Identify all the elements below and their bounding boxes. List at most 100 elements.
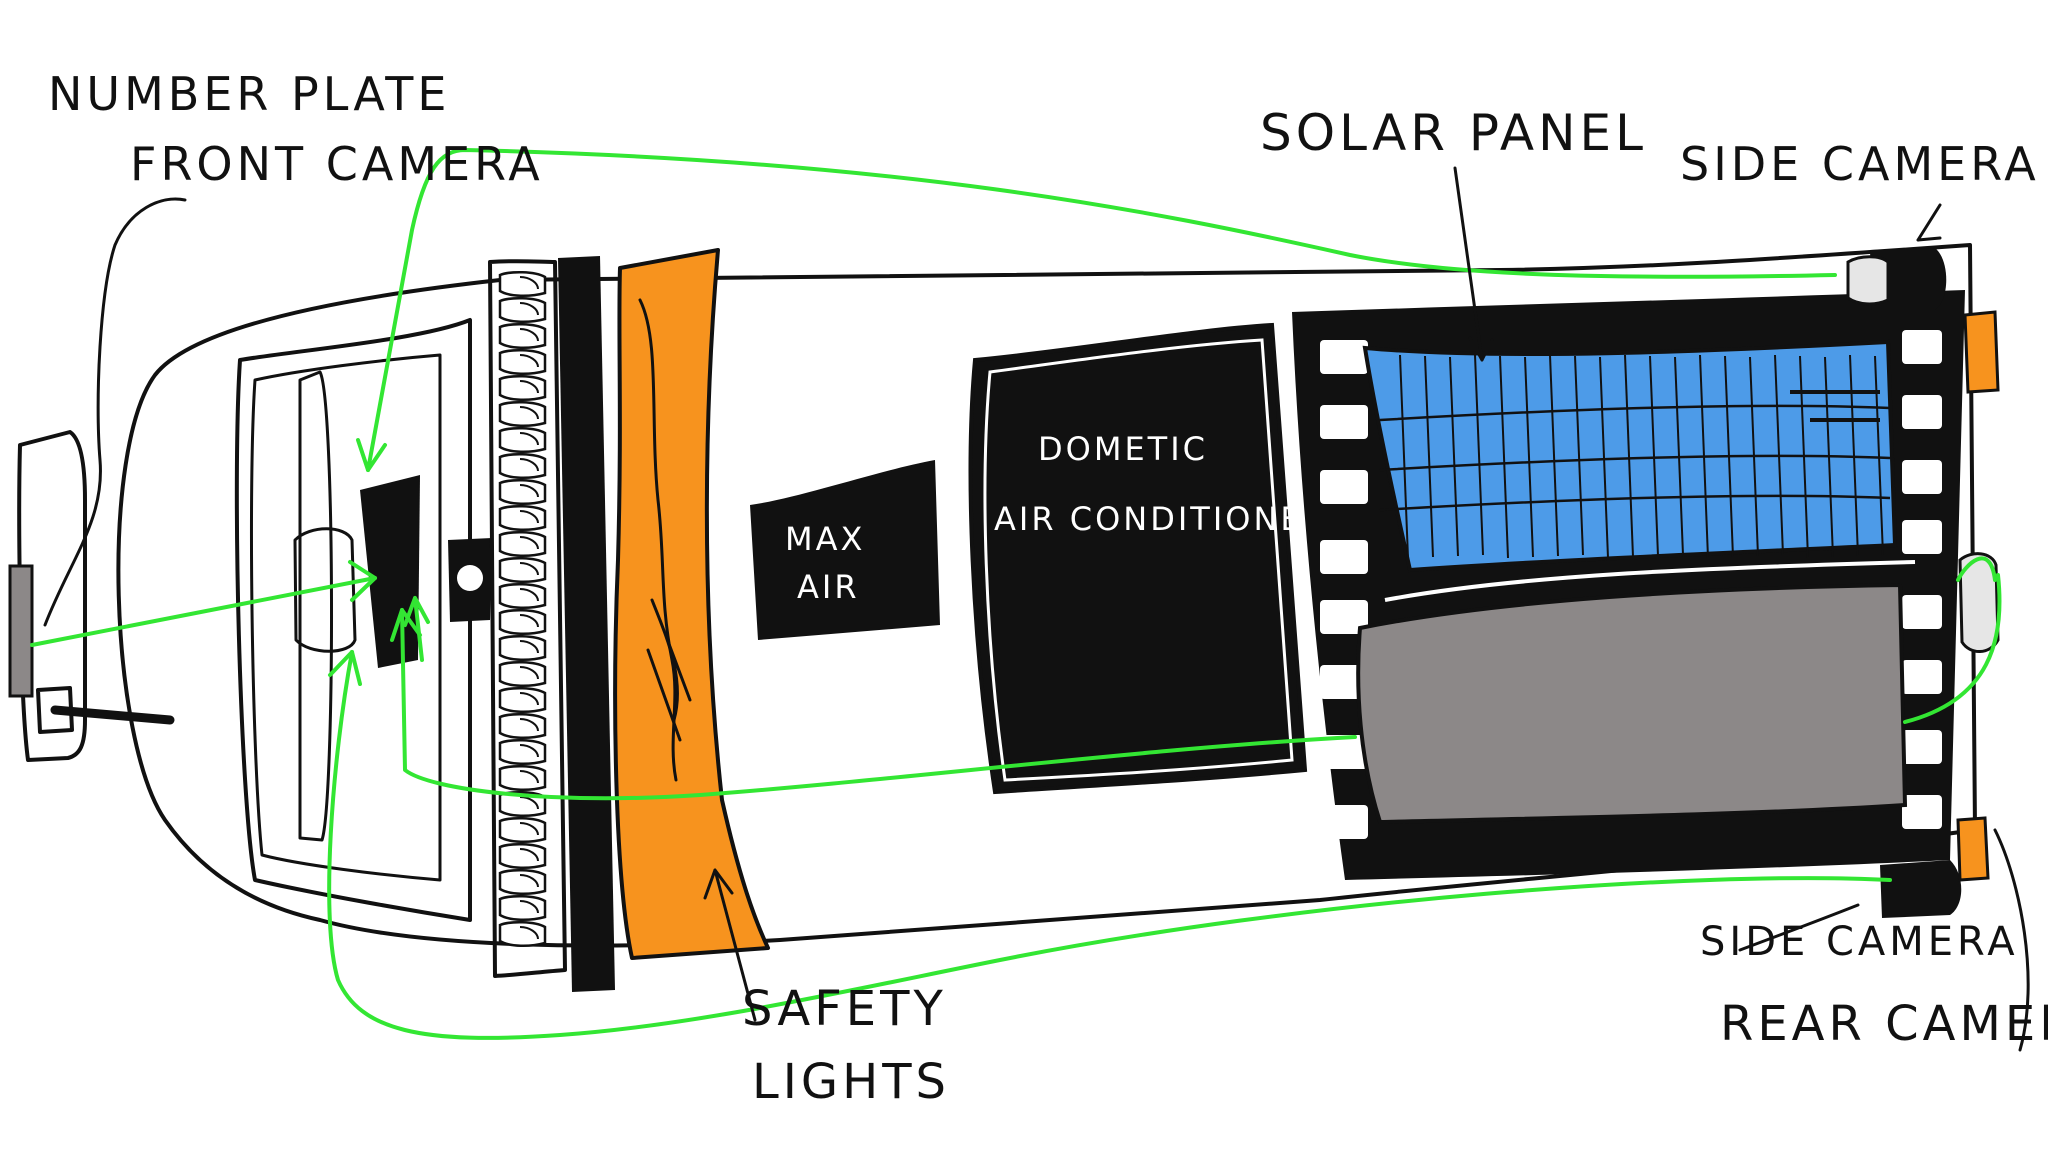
louvre-slat (498, 271, 547, 297)
label-front-camera: FRONT CAMERA (130, 137, 544, 191)
louvre-fold (519, 406, 539, 420)
louvre-strip (488, 259, 567, 978)
rack-slot-left (1320, 600, 1368, 634)
dometic-ac-unit (968, 322, 1308, 795)
louvre-slat (498, 297, 547, 323)
solar-cell-line (1849, 354, 1859, 557)
front-camera-mount (36, 686, 74, 734)
rack-slot-right (1902, 595, 1942, 629)
rack-slot-left (1320, 665, 1368, 699)
louvre-fold (519, 822, 539, 836)
solar-row-line (1379, 454, 1891, 472)
louvre-fold (519, 354, 539, 368)
rear-light-top (1963, 310, 2000, 394)
callout-solar-panel (1453, 166, 1494, 362)
louvre-slat (498, 817, 547, 843)
solar-cell-line (1474, 354, 1484, 556)
solar-cell-line (1499, 355, 1509, 559)
mirror-lens (457, 565, 483, 591)
louvre-fold (519, 770, 539, 784)
rack-slot-right (1902, 395, 1942, 429)
louvre-slat (498, 739, 547, 765)
solar-row-line (1379, 494, 1891, 512)
louvre-fold (519, 744, 539, 758)
dometic-ac-rim (983, 338, 1294, 782)
louvre-slat (498, 583, 547, 609)
max-air-label-2: AIR (797, 568, 860, 606)
number-plate (8, 564, 34, 698)
solar-cell-line (1549, 354, 1559, 557)
louvre-slat (498, 609, 547, 635)
louvre-slat (498, 453, 547, 479)
louvre-slat (498, 895, 547, 921)
windscreen (234, 318, 472, 922)
solar-cell-line (1449, 356, 1459, 557)
louvre-fold (519, 484, 539, 498)
rack-slot-right (1902, 795, 1942, 829)
louvre-slat (498, 349, 547, 375)
callout-rear-camera (1993, 828, 2030, 1052)
louvre-slat (498, 661, 547, 687)
louvre-fold (519, 328, 539, 342)
rack-slot-left (1320, 735, 1368, 769)
rear-box-slat (1384, 560, 1916, 602)
label-side-camera-bottom: SIDE CAMERA (1700, 919, 2019, 965)
louvre-slat (498, 869, 547, 895)
label-number-plate: NUMBER PLATE (48, 67, 450, 121)
louvre-slat (498, 687, 547, 713)
louvre-slat (498, 427, 547, 453)
label-lights: LIGHTS (752, 1054, 950, 1110)
callout-side-camera-top (1916, 203, 1942, 242)
front-camera-lens (293, 527, 357, 653)
louvre-fold (519, 926, 539, 940)
solar-panel-grid (1379, 354, 1891, 559)
louvre-slat (498, 635, 547, 661)
callout-safety-lights (703, 868, 757, 1022)
louvre-fold (519, 510, 539, 524)
dometic-label-1: DOMETIC (1038, 430, 1208, 468)
safety-lights-scribble-2 (646, 598, 692, 742)
label-solar-panel: SOLAR PANEL (1260, 104, 1647, 162)
dash-panel (298, 370, 333, 842)
louvre-fold (519, 302, 539, 316)
louvre-slat (498, 557, 547, 583)
front-bumper (17, 430, 87, 762)
louvre-slat (498, 479, 547, 505)
rack-slot-left (1320, 470, 1368, 504)
label-safety: SAFETY (742, 981, 947, 1037)
solar-cell-line (1399, 354, 1409, 559)
windscreen-inner (249, 353, 442, 882)
louvre-fold (519, 562, 539, 576)
louvre-fold (519, 536, 539, 550)
louvre-fold (519, 432, 539, 446)
max-air-vent (750, 460, 940, 640)
rack-slot-right (1902, 660, 1942, 694)
louvre-slat (498, 375, 547, 401)
label-side-camera-top: SIDE CAMERA (1680, 137, 2040, 191)
louvre-fold (519, 380, 539, 394)
louvre-slat (498, 713, 547, 739)
solar-cell-line (1574, 355, 1584, 556)
rack-slot-left (1320, 340, 1368, 374)
camera-wires (30, 148, 2002, 1040)
louvre-fold (519, 848, 539, 862)
louvre-fold (519, 874, 539, 888)
louvre-fold (519, 718, 539, 732)
dometic-label-2: AIR CONDITIONER (994, 500, 1329, 538)
callout-side-camera-bottom (1738, 903, 1860, 952)
rack-slot-left (1320, 405, 1368, 439)
rack-slot-left (1320, 805, 1368, 839)
rear-storage-box (1356, 582, 1908, 825)
louvre-slat (498, 531, 547, 557)
side-camera-top-lens (1846, 255, 1890, 306)
solar-cell-line (1599, 356, 1609, 559)
rack-slot-right (1902, 730, 1942, 764)
solar-cell-line (1424, 355, 1434, 558)
louvre-slat (498, 791, 547, 817)
louvre-fold (519, 458, 539, 472)
louvre-fold (519, 666, 539, 680)
louvre-slat (498, 401, 547, 427)
louvre-slat (498, 505, 547, 531)
rack-slot-right (1902, 520, 1942, 554)
